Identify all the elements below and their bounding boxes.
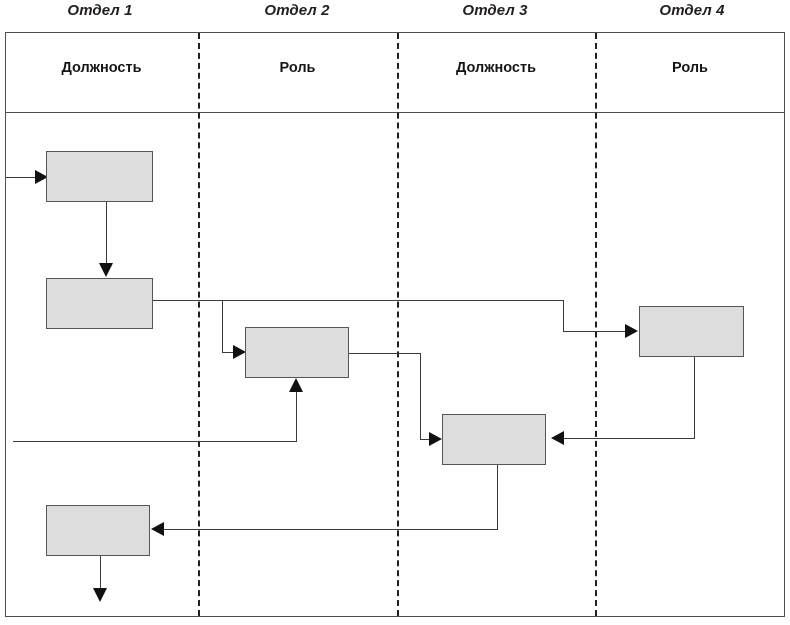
edge-n3-n4-line-b [420, 439, 433, 440]
edge-n3-n4-arrowhead [429, 432, 442, 446]
edge-n2-n5-drop [563, 300, 564, 331]
column-header-2: Роль [279, 60, 316, 76]
edge-n5-n4-arrowhead [551, 431, 564, 445]
process-node-4[interactable] [442, 414, 546, 465]
edge-external-lower-arrowhead [289, 378, 303, 392]
edge-n2-n5-arrowhead [625, 324, 638, 338]
edge-exit-line [100, 556, 101, 590]
lane-divider-1 [198, 33, 200, 616]
edge-n5-n4-drop [694, 357, 695, 439]
edge-exit-arrowhead [93, 588, 107, 602]
edge-n2-n3-line [222, 352, 236, 353]
edge-n1-n2-line [106, 202, 107, 263]
column-caption-2: Отдел 2 [264, 2, 330, 19]
lane-divider-3 [595, 33, 597, 616]
edge-n3-n4-drop [420, 353, 421, 439]
edge-n4-n6-arrowhead [151, 522, 164, 536]
edge-entry-line [6, 177, 39, 178]
edge-n2-n3-arrowhead [233, 345, 246, 359]
edge-n4-n6-line [163, 529, 498, 530]
column-header-4: Роль [672, 60, 708, 76]
column-header-1: Должность [61, 60, 142, 76]
column-caption-1: Отдел 1 [67, 2, 133, 19]
column-header-3: Должность [456, 60, 536, 76]
edge-n5-n4-line [563, 438, 695, 439]
process-node-3[interactable] [245, 327, 349, 378]
edge-n1-n2-arrowhead [99, 263, 113, 277]
edge-n4-n6-drop [497, 465, 498, 529]
edge-external-lower-riser [296, 392, 297, 442]
process-node-1[interactable] [46, 151, 153, 202]
column-caption-3: Отдел 3 [462, 2, 528, 19]
header-separator-line [5, 112, 785, 113]
process-node-2[interactable] [46, 278, 153, 329]
edge-n2-trunk-line [153, 300, 564, 301]
process-node-5[interactable] [639, 306, 744, 357]
edge-entry-arrowhead [35, 170, 48, 184]
edge-external-lower-line [13, 441, 297, 442]
lane-divider-2 [397, 33, 399, 616]
column-caption-4: Отдел 4 [659, 2, 725, 19]
edge-n3-n4-line-a [349, 353, 421, 354]
edge-n2-n5-line [563, 331, 628, 332]
process-node-6[interactable] [46, 505, 150, 556]
edge-n2-n3-drop [222, 300, 223, 352]
